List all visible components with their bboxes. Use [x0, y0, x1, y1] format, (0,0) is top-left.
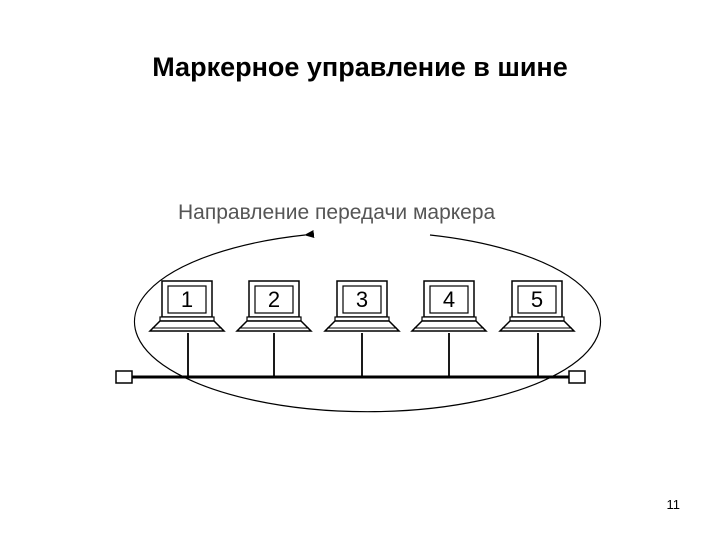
station-3: 3: [324, 280, 400, 332]
bus-terminator-right: [568, 370, 586, 384]
bus-terminator-left: [115, 370, 133, 384]
station-2: 2: [236, 280, 312, 332]
station-4-label: 4: [443, 287, 455, 312]
token-direction-caption: Направление передачи маркера: [178, 201, 496, 224]
station-5: 5: [499, 280, 575, 332]
station-1-label: 1: [181, 287, 193, 312]
station-4: 4: [411, 280, 487, 332]
station-3-label: 3: [356, 287, 368, 312]
station-2-label: 2: [268, 287, 280, 312]
token-ring-path-left: [133, 230, 602, 413]
page-number: 11: [666, 497, 681, 512]
station-1: 1: [149, 280, 225, 332]
station-5-label: 5: [531, 287, 543, 312]
slide-title: Маркерное управление в шине: [152, 52, 568, 82]
